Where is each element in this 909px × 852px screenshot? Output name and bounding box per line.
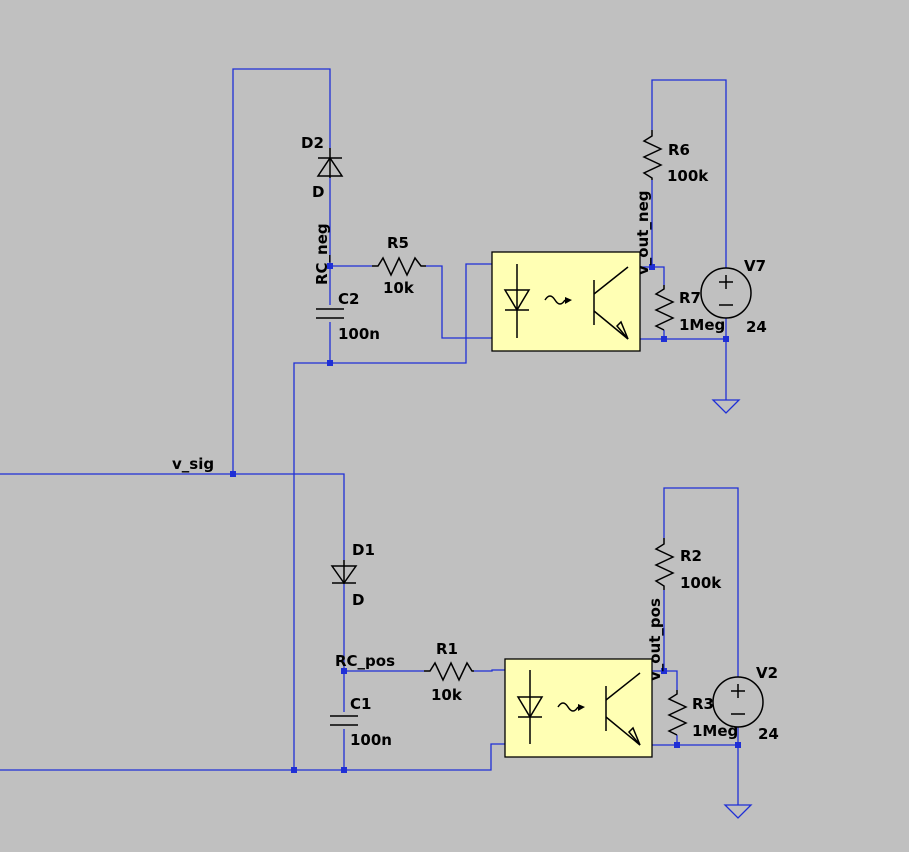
net-label-v-out-pos: v_out_pos [646, 598, 664, 681]
resistor-r2[interactable] [654, 538, 675, 590]
net-label-rc-neg: RC_neg [313, 223, 331, 285]
d2-ref: D2 [301, 134, 324, 152]
ground-top [711, 399, 741, 414]
r5-ref: R5 [387, 234, 409, 252]
capacitor-c1[interactable] [330, 715, 358, 726]
d2-value: D [312, 183, 324, 201]
v2-value: 24 [758, 725, 779, 743]
diode-d1[interactable] [330, 560, 358, 585]
d1-ref: D1 [352, 541, 375, 559]
labels: v_sig RC_neg RC_pos v_out_neg v_out_pos … [172, 134, 779, 749]
resistor-r3[interactable] [667, 690, 688, 736]
resistor-r1[interactable] [424, 661, 474, 682]
r3-value: 1Meg [692, 722, 738, 740]
r7-ref: R7 [679, 289, 701, 307]
capacitor-c2[interactable] [316, 308, 344, 319]
r6-ref: R6 [668, 141, 690, 159]
net-label-v-out-neg: v_out_neg [634, 190, 652, 275]
v7-ref: V7 [744, 257, 766, 275]
optocoupler-bottom[interactable] [504, 658, 653, 758]
c2-value: 100n [338, 325, 380, 343]
r2-value: 100k [680, 574, 722, 592]
r1-ref: R1 [436, 640, 458, 658]
voltage-source-v2[interactable] [712, 676, 764, 728]
net-label-v-sig: v_sig [172, 455, 214, 473]
d1-value: D [352, 591, 364, 609]
voltage-source-v7[interactable] [700, 267, 752, 319]
c1-value: 100n [350, 731, 392, 749]
ground-bottom [723, 804, 753, 819]
r7-value: 1Meg [679, 316, 725, 334]
diode-d2[interactable] [316, 148, 344, 178]
r5-value: 10k [383, 279, 415, 297]
c1-ref: C1 [350, 695, 371, 713]
resistor-r6[interactable] [642, 130, 663, 180]
net-label-rc-pos: RC_pos [335, 652, 395, 670]
resistor-r7[interactable] [654, 285, 675, 331]
r6-value: 100k [667, 167, 709, 185]
r2-ref: R2 [680, 547, 702, 565]
v2-ref: V2 [756, 664, 778, 682]
resistor-r5[interactable] [372, 256, 426, 277]
optocoupler-top[interactable] [491, 251, 641, 352]
r1-value: 10k [431, 686, 463, 704]
v7-value: 24 [746, 318, 767, 336]
junction-nodes [230, 263, 741, 773]
r3-ref: R3 [692, 695, 714, 713]
c2-ref: C2 [338, 290, 359, 308]
